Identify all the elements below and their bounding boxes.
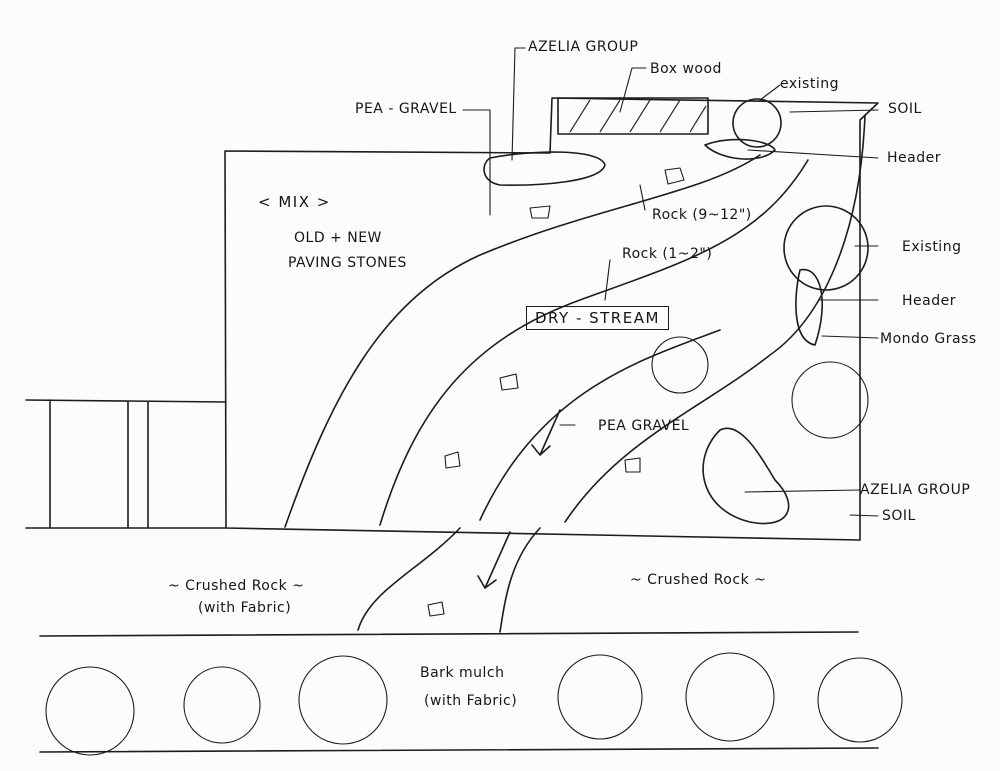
label-pea-gravel-top: PEA - GRAVEL [355, 101, 457, 117]
label-rock-small: Rock (9~12") [652, 207, 752, 223]
label-dry-stream: DRY - STREAM [526, 306, 669, 330]
path-edge-left [284, 154, 761, 528]
flow-arrow-2 [477, 531, 511, 589]
label-mondo-grass: Mondo Grass [880, 331, 977, 347]
exit-path [357, 527, 541, 633]
label-crushed-rock-right: ~ Crushed Rock ~ [630, 572, 767, 588]
crushed-rock-edge [39, 631, 859, 637]
boxwood-hatch [569, 99, 707, 133]
mulch-shrub-1 [45, 666, 135, 756]
fence [25, 399, 227, 529]
label-existing-mid: Existing [902, 239, 962, 255]
label-paving-line1: OLD + NEW [294, 230, 382, 246]
existing-tree-top [732, 98, 782, 148]
label-azelia-group-top: AZELIA GROUP [528, 39, 639, 55]
label-bark-mulch: Bark mulch [420, 665, 505, 681]
rock-4 [444, 451, 461, 469]
label-azelia-group-bottom: AZELIA GROUP [860, 482, 971, 498]
bark-mulch-edge [39, 747, 879, 753]
label-with-fabric-left: (with Fabric) [198, 600, 292, 616]
label-boxwood: Box wood [650, 61, 722, 77]
rock-1 [529, 205, 551, 219]
label-existing-top: existing [780, 76, 839, 92]
label-header-mid: Header [902, 293, 956, 309]
mulch-shrub-2 [183, 666, 261, 744]
azalea-group-bottom [702, 427, 790, 525]
rock-5 [624, 457, 641, 473]
label-crushed-rock-left: ~ Crushed Rock ~ [168, 578, 305, 594]
shrub-right [791, 361, 869, 439]
mulch-shrub-3 [298, 655, 388, 745]
mulch-shrub-5 [685, 652, 775, 742]
existing-tree-mid [783, 205, 869, 291]
label-mix: < MIX > [258, 193, 331, 211]
header-mid [795, 268, 823, 346]
rock-2 [664, 167, 685, 185]
label-soil-top: SOIL [888, 101, 922, 117]
rock-3 [499, 373, 519, 391]
plan-outline [224, 97, 879, 541]
stream-edge-right [564, 114, 866, 523]
azalea-group-top [483, 151, 606, 186]
label-pea-gravel-mid: PEA GRAVEL [598, 418, 690, 434]
rock-6 [427, 601, 445, 617]
label-rock-large: Rock (1~2") [622, 246, 713, 262]
flow-arrow-1 [531, 409, 561, 456]
label-bark-with-fabric: (with Fabric) [424, 693, 518, 709]
label-soil-bottom: SOIL [882, 508, 916, 524]
mulch-shrub-4 [557, 654, 643, 740]
boxwood-bed [557, 97, 709, 135]
stream-edge-left [479, 329, 721, 521]
label-paving-line2: PAVING STONES [288, 255, 407, 271]
path-edge-right [379, 159, 809, 526]
label-header-top: Header [887, 150, 941, 166]
leader-lines [462, 47, 879, 517]
mulch-shrub-6 [817, 657, 903, 743]
header-top [704, 138, 776, 160]
shrub-center [651, 336, 709, 394]
